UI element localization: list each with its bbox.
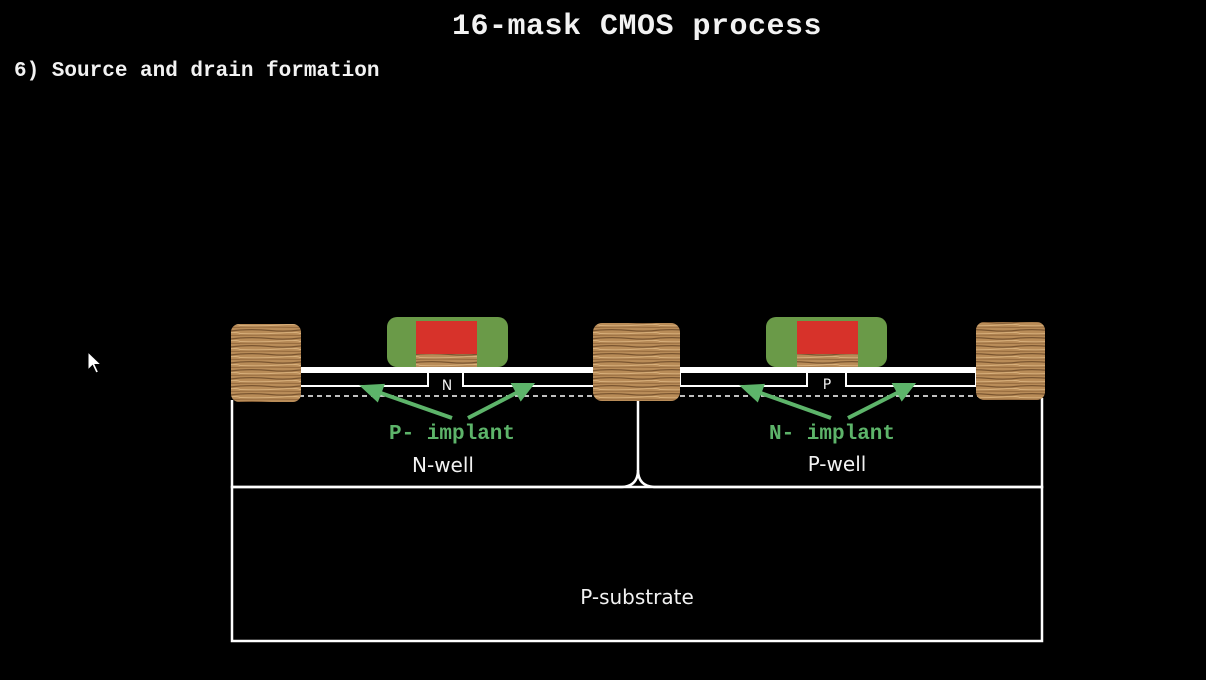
slide-title: 16-mask CMOS process [451, 10, 823, 44]
field-oxide-right [976, 322, 1045, 400]
pwell-gate-poly [797, 321, 858, 354]
p-substrate-outline [230, 485, 1044, 643]
p-well-outline [636, 398, 1044, 489]
mouse-pointer-icon [87, 350, 103, 374]
n-region-label: N [442, 378, 452, 394]
p-region-label: P [823, 377, 831, 393]
p-implant-arrows [359, 383, 536, 420]
field-oxide-left [231, 324, 301, 402]
p-implant-label: P- implant [389, 423, 515, 446]
n-well-label: N-well [412, 453, 474, 477]
surface-left [296, 367, 596, 373]
p-substrate-label: P-substrate [580, 585, 694, 609]
p-well-label: P-well [808, 452, 867, 476]
pwell-gate-oxide [797, 354, 858, 367]
nwell-gate-oxide [416, 354, 477, 367]
step-heading: 6) Source and drain formation [14, 60, 380, 83]
surface-right [676, 367, 980, 373]
p-well-source-region [679, 373, 808, 387]
nwell-gate-poly [416, 321, 477, 354]
n-implant-label: N- implant [769, 423, 895, 446]
n-well-source-region [299, 373, 429, 387]
n-implant-arrows [739, 383, 917, 420]
field-oxide-center [593, 323, 680, 401]
